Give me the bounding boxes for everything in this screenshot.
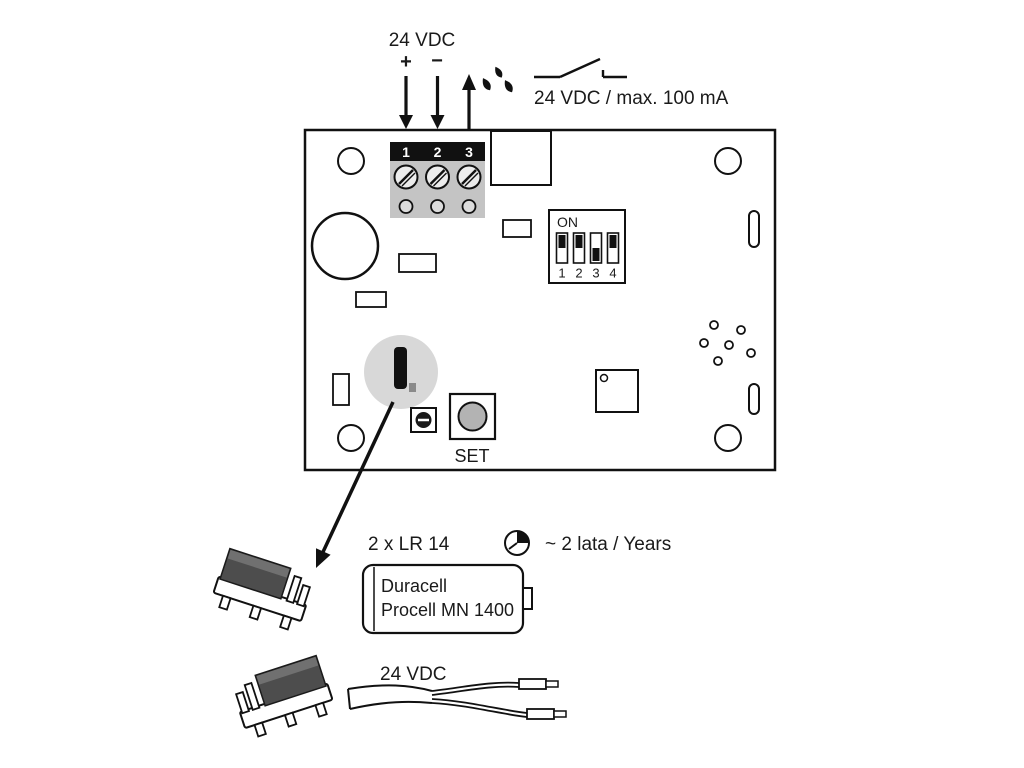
minus-sign: − — [431, 50, 443, 72]
ic-component — [595, 369, 639, 413]
minus-arrow-down-icon — [430, 76, 445, 129]
dip-switch: ON 1 2 3 4 — [548, 209, 626, 284]
clock-icon — [504, 530, 530, 556]
set-button — [448, 392, 497, 441]
set-button-label: SET — [454, 446, 489, 466]
dip-num-4: 4 — [609, 266, 616, 281]
battery-illustration: Duracell Procell MN 1400 — [361, 563, 533, 635]
cable-label: 24 VDC — [380, 664, 447, 685]
dip-on-label: ON — [557, 214, 578, 230]
wire-ferrule-2 — [526, 708, 567, 720]
jumper-pin — [409, 383, 416, 392]
board-slot-bottom — [748, 383, 760, 415]
dip-num-1: 1 — [558, 266, 565, 281]
mounting-holes — [337, 147, 742, 452]
power-input-group: 24 VDC + − — [389, 30, 456, 129]
dip-num-2: 2 — [575, 266, 582, 281]
relay-component — [490, 130, 552, 186]
board-slot-top — [748, 210, 760, 248]
cable-illustration — [347, 678, 567, 720]
cable-section: 24 VDC — [229, 654, 567, 741]
circuit-board: 1 2 3 — [303, 128, 777, 472]
droplets-icon — [480, 65, 515, 94]
battery-jumper-holder — [364, 335, 438, 409]
terminal-1-label: 1 — [402, 144, 410, 160]
jumper-pointer-arrow — [316, 401, 395, 568]
component-rect-2 — [355, 291, 387, 308]
output-group: 24 VDC / max. 100 mA — [462, 57, 729, 129]
buzzer-component — [310, 211, 380, 281]
battery-quantity-label: 2 x LR 14 — [368, 534, 450, 555]
output-arrow-up-icon — [462, 74, 476, 129]
component-rect-4 — [332, 373, 350, 406]
switch-symbol-icon — [534, 57, 627, 79]
terminal-block: 1 2 3 — [390, 142, 485, 218]
terminal-pin-holes — [398, 199, 477, 214]
terminal-3-label: 3 — [465, 144, 473, 160]
dip-num-3: 3 — [592, 266, 599, 281]
component-rect-3 — [502, 219, 532, 238]
screw-terminals — [393, 164, 482, 190]
jumper-illustration-1 — [208, 547, 317, 634]
component-rect-1 — [398, 253, 437, 273]
led-component — [410, 407, 437, 433]
grille-holes — [699, 320, 756, 366]
jumper-illustration-2 — [229, 654, 338, 741]
battery-brand-line1: Duracell — [381, 576, 447, 596]
battery-section: 2 x LR 14 ~ 2 lata / Years Duracell Proc… — [208, 530, 671, 635]
battery-brand-line2: Procell MN 1400 — [381, 600, 514, 620]
dip-switch-levers — [555, 232, 620, 264]
wire-ferrule-1 — [518, 678, 559, 690]
battery-life-label: ~ 2 lata / Years — [545, 534, 671, 555]
plus-arrow-down-icon — [399, 76, 413, 129]
terminal-2-label: 2 — [434, 144, 442, 160]
power-label: 24 VDC — [389, 30, 456, 51]
output-label: 24 VDC / max. 100 mA — [534, 88, 729, 109]
jumper-plug — [394, 347, 407, 389]
plus-sign: + — [400, 51, 412, 73]
